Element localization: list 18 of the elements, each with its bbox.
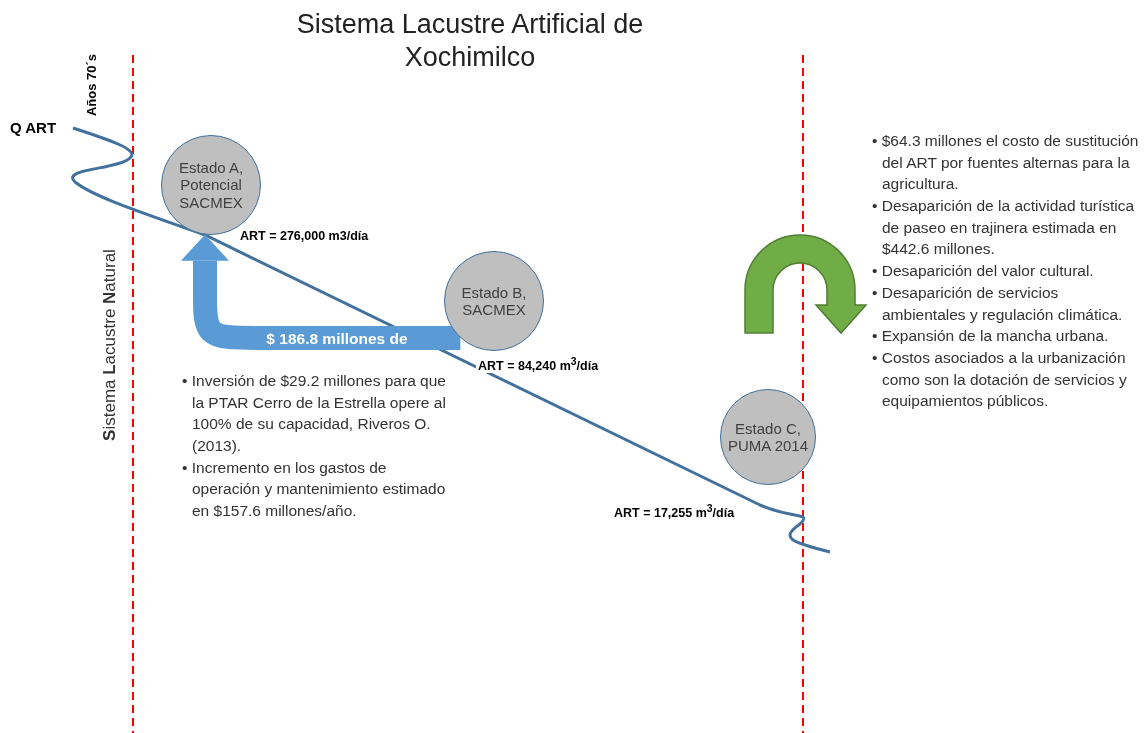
curve-label: Q ART — [10, 119, 57, 136]
bullet-text: • Inversión de $29.2 millones para que la PTAR Cerro de la Estrella opere al 100% de su capacidad, Riveros O. (2013). — [182, 371, 447, 457]
flow-rate-label: ART = 276,000 m3/día — [238, 229, 371, 243]
title: Sistema Lacustre Artificial de Xochimilco — [295, 8, 645, 74]
state-circle: Estado B, SACMEX — [444, 251, 544, 351]
period-label: Años 70´s — [84, 52, 100, 119]
flow-rate-label: ART = 17,255 m$^{3}$/día — [612, 503, 737, 521]
bullet-text: • Desaparición de la actividad turística de paseo en trajinera estimada en $442.6 millones. — [872, 196, 1136, 260]
flow-rate-label: ART = 84,240 m$^{3}$/día — [476, 356, 601, 374]
bullet-text: • Expansión de la mancha urbana. — [872, 326, 1110, 347]
bullet-text: • Desaparición de servicios ambientales y regulación climática. — [872, 282, 1124, 325]
bullet-text: • $64.3 millones el costo de sustitución del ART por fuentes alternas para la agricultura. — [872, 131, 1140, 195]
bullet-text: • Costos asociados a la urbanización como son la dotación de servicios y equipamientos públicos. — [872, 347, 1128, 412]
curved-arrow — [181, 234, 461, 350]
axis-label: Sistema Lacustre Natural — [99, 248, 120, 443]
bullet-text: • Incremento en los gastos de operación y mantenimiento estimado en $157.6 millones/año. — [182, 457, 447, 522]
state-circle: Estado C, PUMA 2014 — [720, 389, 816, 485]
bullet-text: • Desaparición del valor cultural. — [872, 261, 1095, 282]
